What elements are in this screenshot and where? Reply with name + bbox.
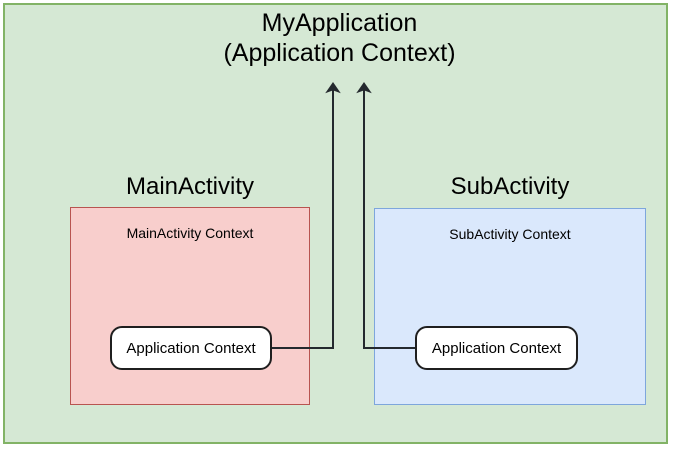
application-title-line2: (Application Context)	[223, 39, 456, 67]
sub-application-context-node-label: Application Context	[431, 339, 562, 357]
application-title-line1: MyApplication	[261, 9, 418, 37]
main-application-context-node: Application Context	[110, 326, 272, 370]
main-activity-heading: MainActivity	[125, 173, 255, 200]
main-activity-box: MainActivity Context	[70, 207, 310, 405]
main-activity-context-label: MainActivity Context	[126, 225, 254, 241]
sub-activity-heading: SubActivity	[450, 173, 570, 200]
sub-activity-box: SubActivity Context	[374, 208, 646, 405]
sub-application-context-node: Application Context	[415, 326, 578, 370]
application-title: MyApplication (Application Context)	[0, 8, 679, 68]
sub-activity-context-label: SubActivity Context	[449, 226, 571, 242]
main-application-context-node-label: Application Context	[126, 339, 256, 357]
